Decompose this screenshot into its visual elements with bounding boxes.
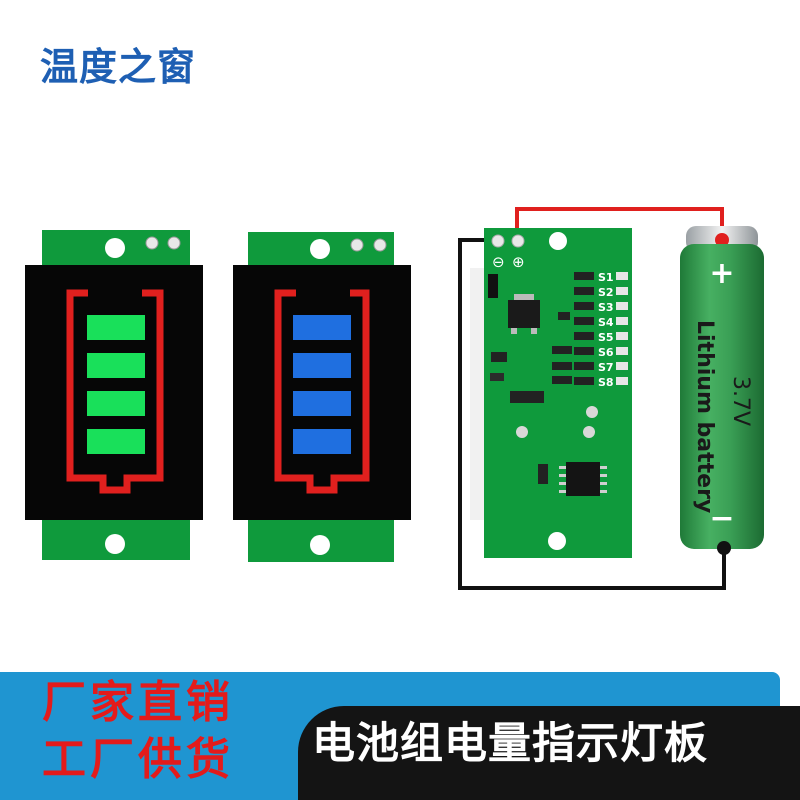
segment-label: S6 bbox=[598, 346, 614, 359]
voltage-regulator bbox=[508, 300, 540, 328]
segment-resistor bbox=[574, 272, 594, 280]
battery-plus-sign: + bbox=[709, 256, 734, 291]
segment-label: S4 bbox=[598, 316, 614, 329]
segment-led bbox=[616, 272, 628, 280]
battery-label: Lithium battery bbox=[692, 320, 717, 513]
battery-voltage: 3.7V bbox=[728, 376, 753, 426]
segment-label: S1 bbox=[598, 271, 614, 284]
level-segment bbox=[293, 315, 351, 340]
level-segment bbox=[293, 353, 351, 378]
segment-resistor bbox=[574, 362, 594, 370]
solder-pad-plus bbox=[350, 238, 364, 252]
segment-resistor bbox=[574, 317, 594, 325]
product-title-banner bbox=[298, 706, 800, 800]
segment-led bbox=[616, 377, 628, 385]
battery-frame-icon bbox=[274, 289, 370, 494]
segment-resistor bbox=[574, 332, 594, 340]
battery-level-segments bbox=[293, 315, 351, 454]
level-segment bbox=[293, 391, 351, 416]
segment-label: S8 bbox=[598, 376, 614, 389]
positive-terminal bbox=[715, 233, 729, 247]
segment-led bbox=[616, 317, 628, 325]
segment-resistor bbox=[574, 287, 594, 295]
level-segment bbox=[87, 315, 145, 340]
solder-pad-plus bbox=[511, 234, 525, 248]
mount-hole bbox=[310, 239, 330, 259]
level-segment bbox=[87, 353, 145, 378]
segment-label: S7 bbox=[598, 361, 614, 374]
brand-name: 温度之窗 bbox=[40, 45, 197, 89]
battery-minus-sign: − bbox=[709, 501, 734, 536]
negative-terminal bbox=[717, 541, 731, 555]
slogan-factory-supply: 工厂供货 bbox=[42, 734, 234, 785]
segment-led bbox=[616, 362, 628, 370]
ic-chip bbox=[566, 462, 600, 496]
segment-resistor bbox=[574, 347, 594, 355]
mount-hole bbox=[548, 532, 566, 550]
segment-label: S3 bbox=[598, 301, 614, 314]
mount-hole bbox=[105, 534, 125, 554]
level-segment bbox=[293, 429, 351, 454]
segment-led bbox=[616, 302, 628, 310]
lithium-battery: + − Lithium battery 3.7V bbox=[680, 226, 764, 555]
battery-level-segments bbox=[87, 315, 145, 454]
segment-led bbox=[616, 287, 628, 295]
terminal-minus-label: ⊖ bbox=[492, 253, 505, 271]
smd-diode bbox=[488, 274, 498, 298]
product-title: 电池组电量指示灯板 bbox=[312, 719, 708, 769]
terminal-plus-label: ⊕ bbox=[512, 253, 525, 271]
solder-pad-minus bbox=[373, 238, 387, 252]
segment-led bbox=[616, 347, 628, 355]
red-wire bbox=[515, 207, 724, 240]
level-segment bbox=[87, 391, 145, 416]
solder-pad-minus bbox=[167, 236, 181, 250]
segment-label: S2 bbox=[598, 286, 614, 299]
segment-resistor bbox=[574, 377, 594, 385]
battery-frame-icon bbox=[66, 289, 164, 494]
segment-label: S5 bbox=[598, 331, 614, 344]
solder-pad-minus bbox=[491, 234, 505, 248]
mount-hole bbox=[549, 232, 567, 250]
level-segment bbox=[87, 429, 145, 454]
mount-hole bbox=[310, 535, 330, 555]
segment-resistor bbox=[574, 302, 594, 310]
mount-hole bbox=[105, 238, 125, 258]
solder-pad-plus bbox=[145, 236, 159, 250]
segment-led bbox=[616, 332, 628, 340]
black-wire bbox=[458, 238, 726, 590]
slogan-factory-direct: 厂家直销 bbox=[42, 677, 234, 728]
indicator-module-green bbox=[25, 230, 203, 560]
indicator-module-blue bbox=[233, 232, 411, 562]
battery-body bbox=[680, 244, 764, 549]
